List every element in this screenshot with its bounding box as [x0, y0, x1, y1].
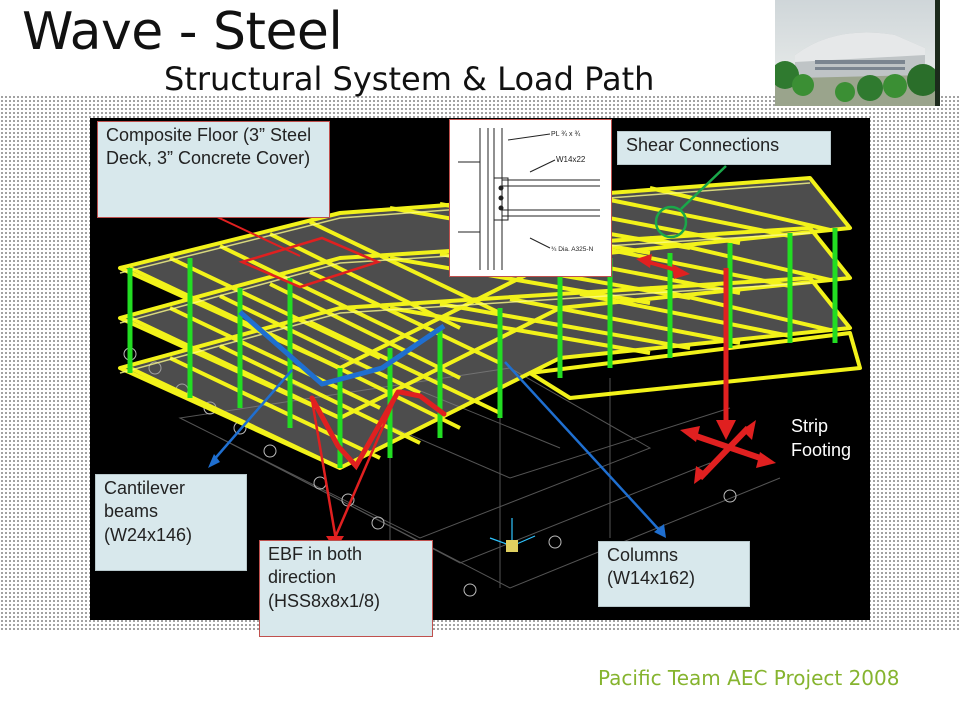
columns-label: Columns (W14x162) — [607, 545, 696, 589]
composite-floor-callout: Composite Floor (3” Steel Deck, 3” Concr… — [97, 121, 330, 218]
cantilever-beams-label: Cantilever beams (W24x146) — [104, 478, 193, 545]
ebf-callout: EBF in both direction (HSS8x8x1/8) — [259, 540, 433, 637]
detail-beam-note: W14x22 — [556, 155, 586, 164]
footer-credit: Pacific Team AEC Project 2008 — [598, 666, 900, 690]
shear-connections-label: Shear Connections — [626, 135, 780, 155]
slide-subtitle: Structural System & Load Path — [164, 60, 655, 98]
composite-floor-label: Composite Floor (3” Steel Deck, 3” Concr… — [106, 125, 312, 169]
columns-callout: Columns (W14x162) — [598, 541, 750, 607]
shear-connections-callout: Shear Connections — [617, 131, 831, 165]
slide-title: Wave - Steel — [22, 2, 343, 62]
strip-footing-label: Strip Footing — [791, 416, 852, 461]
ebf-label: EBF in both direction (HSS8x8x1/8) — [268, 544, 381, 611]
detail-bolt-note: ¾ Dia. A325-N — [551, 246, 594, 253]
shear-connection-detail-drawing: PL ¾ x ¾ W14x22 ¾ Dia. A325-N — [449, 119, 612, 277]
cantilever-beams-callout: Cantilever beams (W24x146) — [95, 474, 247, 571]
detail-plate-note: PL ¾ x ¾ — [551, 131, 580, 138]
building-rendering-photo — [775, 0, 940, 106]
